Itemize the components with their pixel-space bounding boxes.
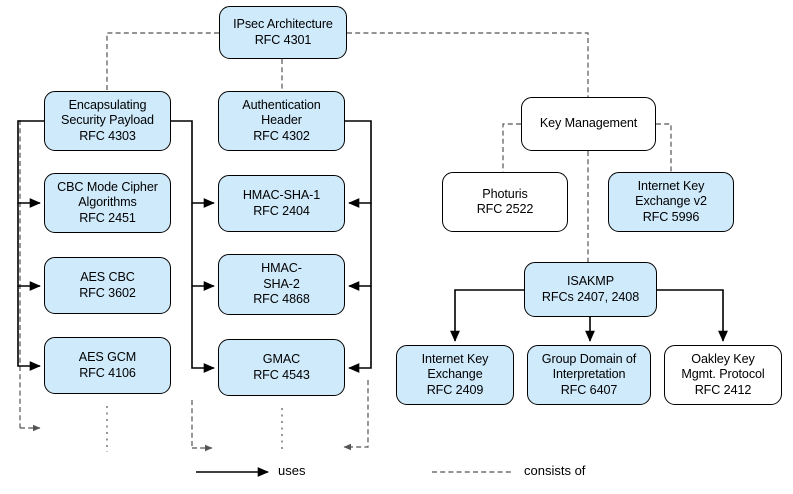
node-group-domain-of-interpretation-line-2: Interpretation xyxy=(552,367,626,382)
edge-esp-to-hmacsha1 xyxy=(171,120,215,208)
edge-isakmp-to-ike xyxy=(450,289,524,342)
edge-esp-to-hmacsha2 xyxy=(191,203,215,291)
node-photuris-line-1: Photuris xyxy=(482,186,528,201)
node-photuris-line-2: RFC 2522 xyxy=(476,202,534,216)
legend-consists-of-label: consists of xyxy=(524,463,586,478)
node-aes-gcm-line-2: RFC 4106 xyxy=(79,365,136,380)
edge-keymgmt-to-photuris xyxy=(502,123,521,172)
node-cbc-mode-cipher-line-1: CBC Mode Cipher xyxy=(57,179,158,194)
edge-isakmp-to-oakley xyxy=(657,289,728,342)
legend-uses-label: uses xyxy=(278,463,306,478)
node-oakley-key-mgmt-line-3: RFC 2412 xyxy=(694,382,752,397)
edge-arch-to-esp xyxy=(106,32,219,91)
uses-edges xyxy=(17,120,728,373)
edge-esp-to-aesgcm xyxy=(17,286,41,371)
node-aes-gcm-line-1: AES GCM xyxy=(78,350,137,365)
node-ikev2-line-1: Internet Key xyxy=(637,178,705,193)
node-internet-key-exchange-line-3: RFC 2409 xyxy=(426,382,484,397)
edge-ah-to-hmacsha1 xyxy=(345,120,372,208)
edge-esp-to-aescbc xyxy=(17,203,41,291)
node-isakmp-line-2: RFCs 2407, 2408 xyxy=(541,289,640,304)
node-cbc-mode-cipher-line-2: Algorithms xyxy=(78,195,137,210)
node-cbc-mode-cipher-line-3: RFC 2451 xyxy=(79,210,136,225)
node-hmac-sha-2-line-1: HMAC- xyxy=(261,261,302,276)
node-internet-key-exchange-line-1: Internet Key xyxy=(421,351,489,366)
node-gmac-line-1: GMAC xyxy=(262,352,301,367)
node-hmac-sha-2-line-2: SHA-2 xyxy=(263,276,300,291)
node-oakley-key-mgmt-line-1: Oakley Key xyxy=(691,351,755,366)
node-hmac-sha-1-line-2: RFC 2404 xyxy=(253,203,310,218)
node-internet-key-exchange-line-2: Exchange xyxy=(427,367,483,382)
node-authentication-header-line-1: Authentication xyxy=(242,97,321,112)
node-isakmp-line-1: ISAKMP xyxy=(567,274,614,289)
consists-of-edges xyxy=(19,32,672,452)
node-authentication-header-line-3: RFC 4302 xyxy=(253,128,310,143)
node-aes-cbc-line-2: RFC 3602 xyxy=(79,285,136,300)
node-ipsec-architecture-line-1: IPsec Architecture xyxy=(233,17,333,32)
edge-esp-to-cbc xyxy=(17,120,44,208)
edge-ah-to-gmac xyxy=(348,286,372,373)
node-key-management[interactable]: Key Management xyxy=(521,97,656,151)
edge-ah-to-hmacsha2 xyxy=(348,203,372,291)
node-esp-line-2: Security Payload xyxy=(61,113,154,128)
node-gmac-line-2: RFC 4543 xyxy=(253,367,310,382)
node-authentication-header-line-2: Header xyxy=(261,113,302,128)
node-hmac-sha-1-line-1: HMAC-SHA-1 xyxy=(242,188,321,203)
node-aes-cbc-line-1: AES CBC xyxy=(80,270,135,285)
node-ikev2-line-3: RFC 5996 xyxy=(642,209,700,224)
node-ikev2-line-2: Exchange v2 xyxy=(635,194,707,209)
edge-esp-to-gmac xyxy=(191,286,215,373)
edge-right-bottom-arrow xyxy=(343,380,369,451)
edge-arch-to-keymgmt xyxy=(347,32,589,97)
node-oakley-key-mgmt-line-2: Mgmt. Protocol xyxy=(681,367,765,382)
node-ipsec-architecture-line-2: RFC 4301 xyxy=(254,32,312,47)
node-hmac-sha-2-line-3: RFC 4868 xyxy=(253,292,310,307)
edge-keymgmt-to-ikev2 xyxy=(656,123,672,172)
node-group-domain-of-interpretation-line-3: RFC 6407 xyxy=(560,382,618,397)
node-esp-line-3: RFC 4303 xyxy=(79,128,136,143)
node-group-domain-of-interpretation-line-1: Group Domain of xyxy=(541,351,637,366)
node-key-management-line-1: Key Management xyxy=(539,116,638,131)
node-esp-line-1: Encapsulating xyxy=(68,97,147,112)
